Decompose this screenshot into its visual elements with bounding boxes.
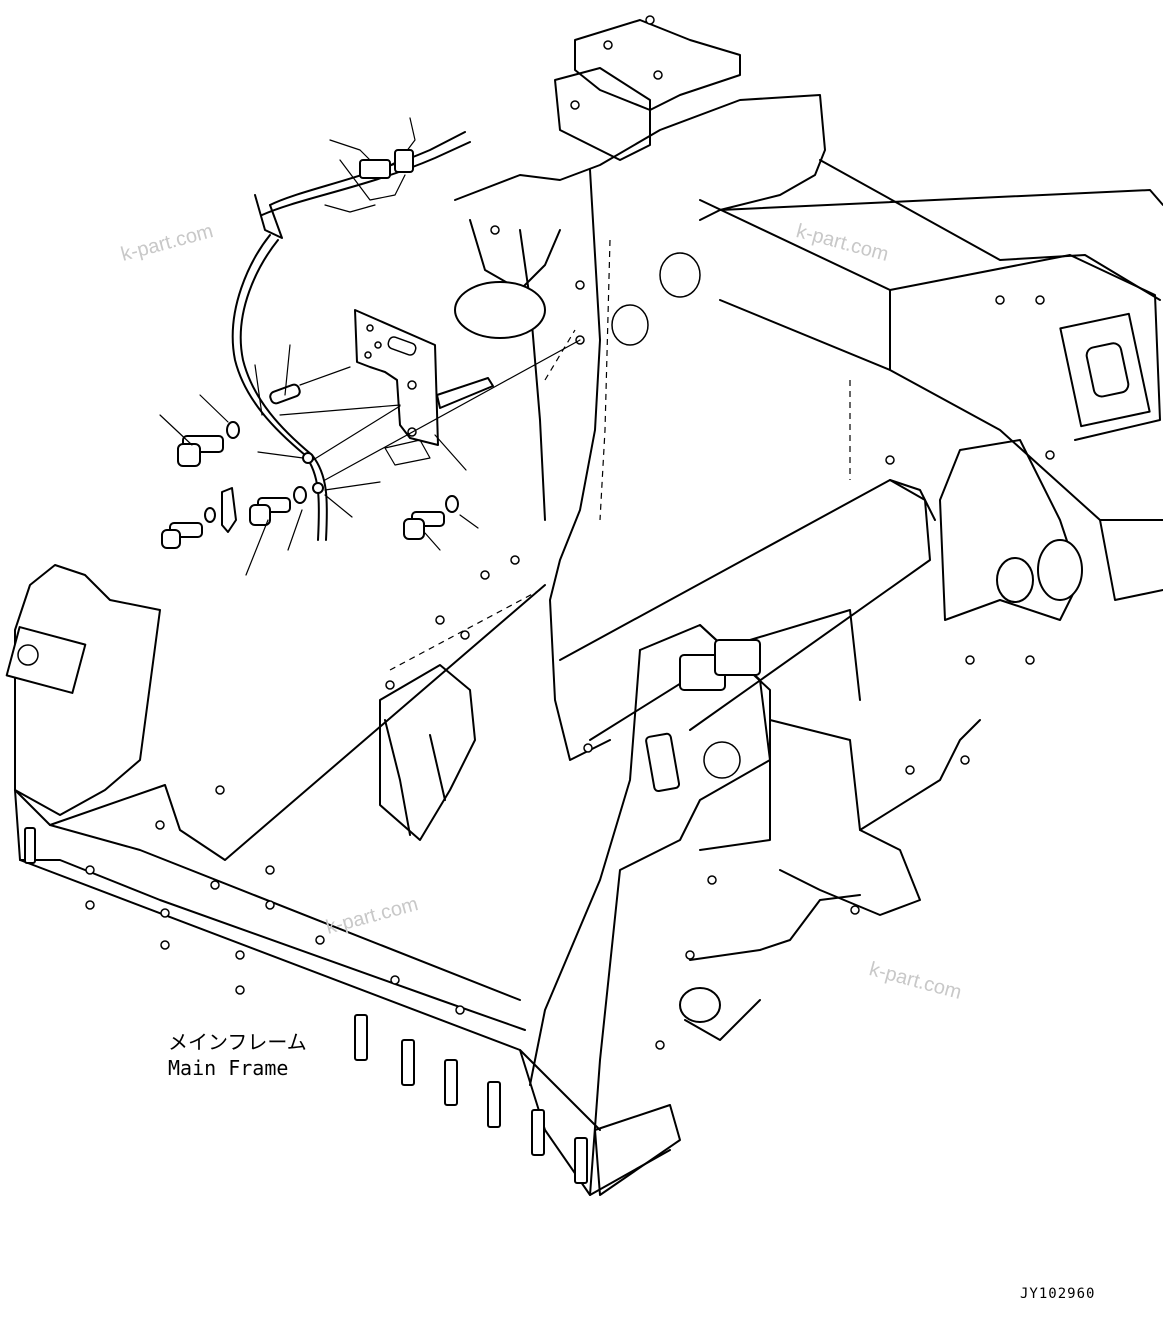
bolt-left-lower [161,522,203,549]
bracket-assembly [159,309,581,576]
drawing-code: JY102960 [1020,1286,1096,1302]
frame-label-japanese: メインフレーム [168,1030,307,1054]
clamp-left [221,487,237,533]
frame-bosses [24,827,588,1184]
washer-center [293,486,307,504]
washer-lower [204,507,216,523]
bolt-left-upper [177,435,224,467]
clamp-lower [312,482,324,494]
frame-label-english: Main Frame [168,1056,289,1080]
hydraulic-lines [231,117,471,541]
clamp-upper [302,452,314,464]
frame-bolt-dots [85,15,1055,1050]
bolt-right [403,511,445,540]
main-frame [5,15,1163,1196]
washer-right [445,495,459,513]
bolt-center [249,497,291,526]
washer-upper [226,421,240,439]
leader-lines [159,344,479,576]
